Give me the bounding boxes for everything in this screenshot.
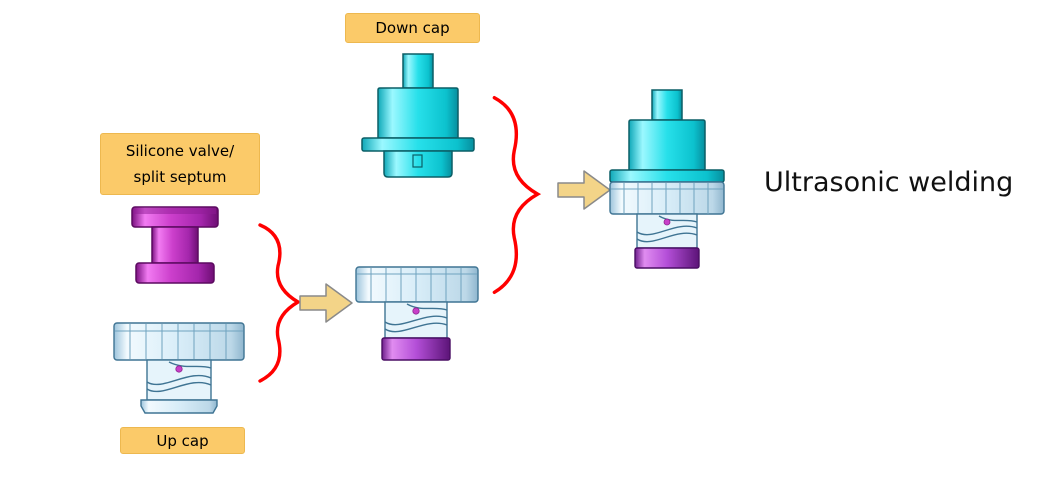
final-top-cylinder [651, 89, 683, 121]
silicone-valve-shape [131, 206, 219, 284]
silicone-valve-graphic [131, 206, 219, 284]
down-cap-notch [412, 154, 423, 168]
subassembly-ribbed-ring [355, 266, 479, 303]
final-assembly-graphic [609, 89, 725, 269]
up-cap-ribbed-ring [113, 322, 245, 361]
final-flange [609, 169, 725, 183]
subassembly-thread-line3 [406, 303, 448, 311]
down-cap-skirt [383, 150, 453, 178]
ultrasonic-welding-text: Ultrasonic welding [764, 167, 1014, 198]
final-ribbed-ring [609, 181, 725, 215]
down-cap-shape [361, 53, 475, 178]
up-cap-ribs [115, 324, 243, 359]
final-ribs [611, 183, 723, 214]
silicone-valve-label-line1: Silicone valve/ [125, 142, 235, 160]
down-cap-graphic [361, 53, 475, 178]
brace-left-icon [258, 223, 302, 383]
final-thread-line3 [658, 215, 698, 223]
up-cap-graphic [113, 322, 245, 414]
valve-bottom-flange [135, 262, 215, 284]
arrow-right-icon-2 [557, 170, 611, 210]
subassembly-thread-line2 [384, 322, 448, 333]
final-body [628, 119, 706, 171]
valve-stem [151, 226, 199, 264]
up-cap-pin-detail [175, 365, 183, 373]
subassembly-valve-band [381, 337, 451, 361]
down-cap-label: Down cap [345, 13, 480, 43]
subassembly-pin-detail [412, 307, 420, 315]
final-thread-line1 [636, 225, 698, 236]
down-cap-label-text: Down cap [375, 19, 450, 37]
subassembly-thread-line1 [384, 315, 448, 326]
up-cap-bottom-lip [140, 399, 218, 414]
subassembly-graphic [355, 266, 479, 361]
down-cap-body [377, 87, 459, 139]
final-valve-band [634, 247, 700, 269]
final-thread-line2 [636, 232, 698, 243]
subassembly-ribs [357, 268, 477, 301]
silicone-valve-label-line2: split septum [133, 168, 227, 186]
valve-top-face-shading [134, 208, 216, 214]
final-up-cap [609, 181, 725, 249]
final-down-cap [609, 89, 725, 183]
arrow-right-icon-1 [299, 283, 353, 323]
silicone-valve-label: Silicone valve/ split septum [100, 133, 260, 195]
up-cap-label: Up cap [120, 427, 245, 454]
up-cap-thread-line2 [146, 381, 212, 393]
brace-right-icon [492, 95, 542, 295]
up-cap-label-text: Up cap [156, 431, 209, 450]
down-cap-flange [361, 137, 475, 152]
up-cap-shape [113, 322, 245, 414]
up-cap-thread-line1 [146, 374, 212, 386]
final-pin-detail [663, 218, 671, 226]
up-cap-thread-line3 [168, 361, 212, 369]
down-cap-top-cylinder [402, 53, 434, 89]
subassembly-shape [355, 266, 479, 339]
